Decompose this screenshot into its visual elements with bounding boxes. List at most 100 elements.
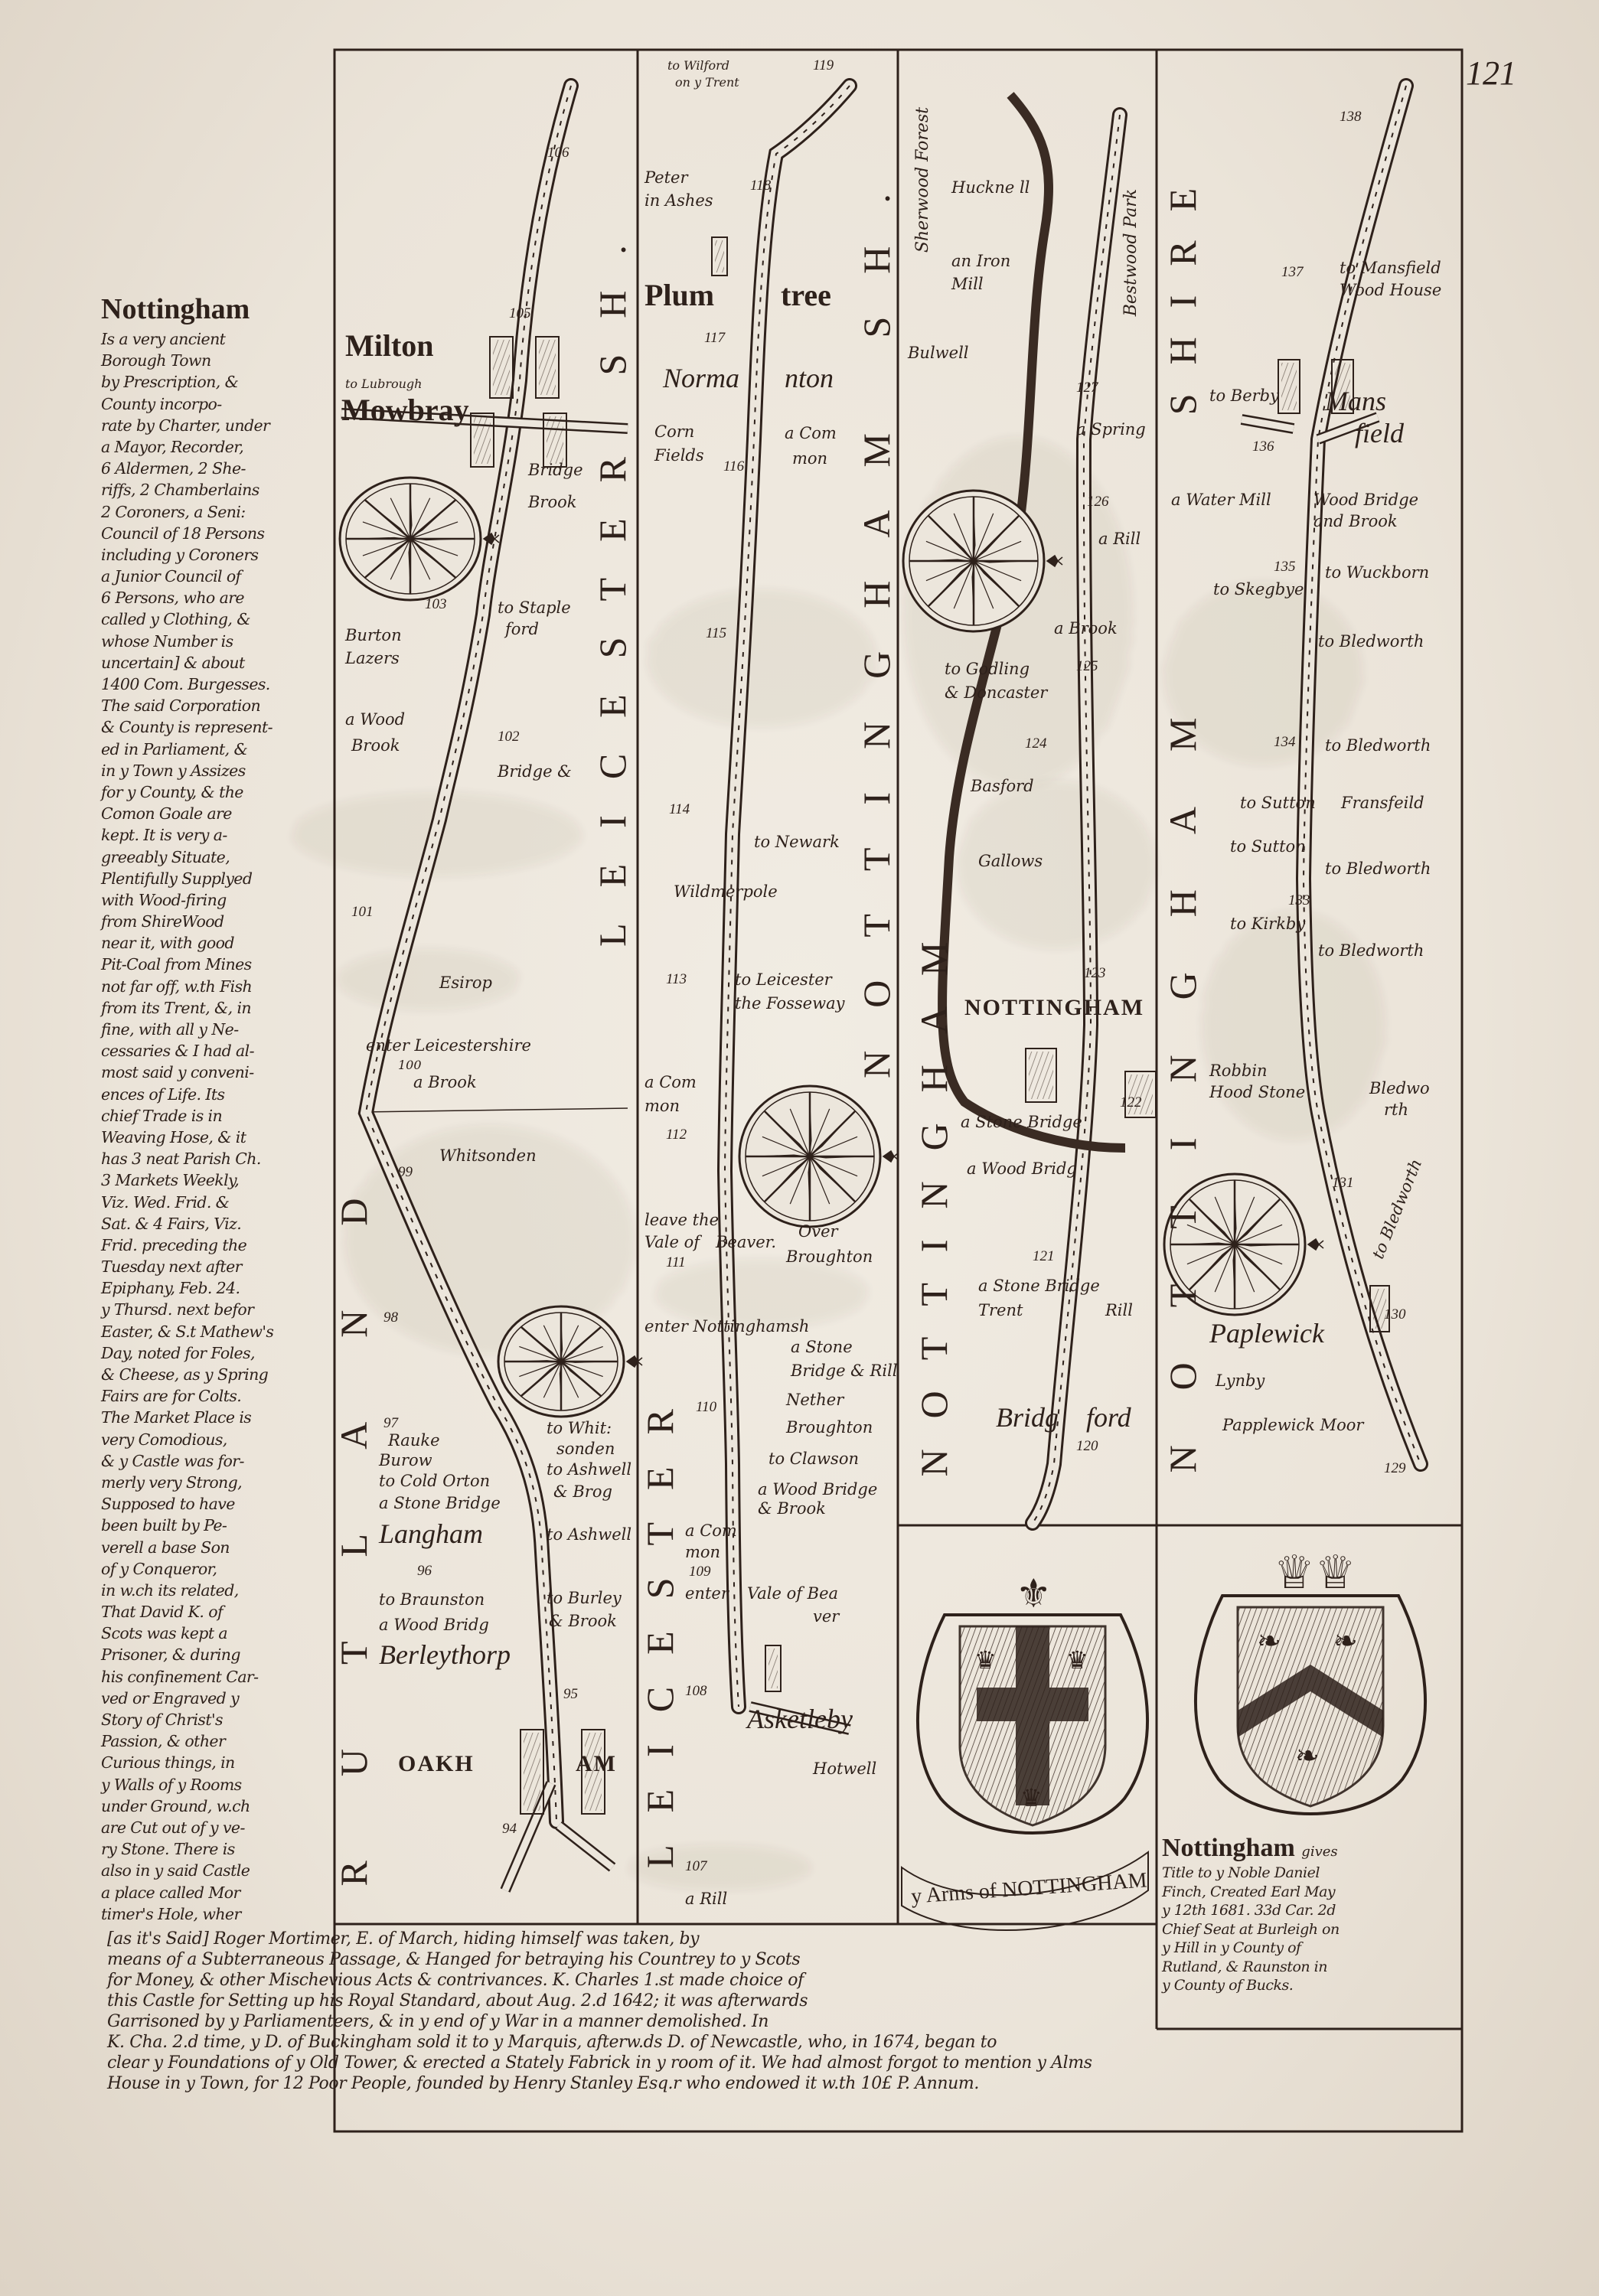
building-hatch [585, 1733, 602, 1811]
place-label: to Newark [754, 833, 840, 851]
griffin-icon: ❧ [1333, 1624, 1358, 1658]
place-label: and Brook [1313, 512, 1398, 530]
place-label: a Stone [791, 1338, 853, 1356]
milestone-number: 116 [723, 458, 745, 475]
title-box-line: y County of Bucks. [1162, 1977, 1294, 1994]
finch-arms-shield: ❧ ❧ ❧ ♕♕ [1194, 1546, 1427, 1815]
county-boundary-line [359, 1107, 628, 1113]
description-line: called y Clothing, & [101, 610, 250, 629]
milestone-number: 135 [1274, 559, 1296, 575]
description-line: Supposed to have [101, 1495, 235, 1514]
building-block [520, 1729, 544, 1815]
description-line: Passion, & other [101, 1732, 226, 1751]
branch-road-surface [749, 1703, 851, 1733]
place-label: mon [685, 1543, 721, 1561]
place-label: mon [644, 1097, 680, 1115]
place-label: to Wilford [667, 58, 729, 73]
milestone-number: 96 [417, 1563, 432, 1579]
description-line: fine, with all y Ne- [101, 1020, 239, 1039]
description-line: Curious things, in [101, 1753, 235, 1773]
description-line: from ShireWood [101, 912, 224, 931]
building-hatch [539, 340, 556, 395]
title-box-line: y Hill in y County of [1162, 1939, 1301, 1956]
place-label: Bridge & [498, 762, 572, 781]
road-centre-dots [1302, 85, 1421, 1465]
milestone-number: 118 [750, 178, 772, 194]
road-centre-dots [723, 85, 850, 1707]
milestone-number: 109 [689, 1564, 711, 1580]
milestone-number: 119 [813, 57, 834, 73]
place-label: to Wuckborn [1325, 563, 1430, 582]
description-line: in w.ch its related, [101, 1580, 239, 1600]
description-line: of y Conqueror, [101, 1559, 217, 1578]
place-label: Peter [644, 168, 688, 187]
description-line: & y Castle was for- [101, 1451, 244, 1470]
place-label: to Lubrough [345, 377, 423, 391]
footer-line: means of a Subterraneous Passage, & Hang… [107, 1950, 801, 1969]
place-label: an Iron [951, 252, 1011, 270]
place-label: a Rill [685, 1890, 728, 1908]
place-label: Bridg [996, 1402, 1059, 1433]
place-label: a Stone Bridge [961, 1113, 1082, 1131]
place-label: ford [1086, 1402, 1131, 1433]
description-line: Weaving Hose, & it [101, 1127, 246, 1146]
milestone-number: 117 [704, 330, 726, 346]
river [938, 92, 1126, 1153]
building-block [1369, 1285, 1390, 1332]
milestone-number: 108 [685, 1683, 707, 1699]
place-label: Corn [654, 422, 695, 441]
place-label: to Cold Orton [379, 1472, 491, 1490]
griffin-icon: ❧ [1295, 1739, 1320, 1773]
place-label: nton [785, 363, 834, 393]
place-label: leave the [644, 1211, 720, 1229]
crown-icon: ♛ [1020, 1783, 1043, 1812]
place-label: Gallows [978, 852, 1043, 870]
building-hatch [1281, 363, 1297, 410]
milestone-number: 125 [1076, 658, 1098, 674]
place-label: to Kirkby [1230, 915, 1306, 933]
description-line: Day, noted for Foles, [101, 1343, 256, 1362]
coronet-icon: ♕♕ [1274, 1546, 1356, 1600]
hill-shading [957, 781, 1156, 949]
milestone-number: 99 [398, 1164, 413, 1180]
building-hatch [547, 416, 563, 464]
milestone-number: 94 [502, 1821, 517, 1837]
place-label: Mowbray [341, 393, 469, 427]
place-label: & Brog [553, 1482, 612, 1501]
place-label: on y Trent [675, 75, 739, 90]
milestone-number: 121 [1033, 1248, 1055, 1264]
milestone-number: 115 [706, 625, 727, 641]
description-line: for y County, & the [101, 782, 243, 801]
description-line: cessaries & I had al- [101, 1042, 255, 1061]
place-label: Hood Stone [1209, 1083, 1306, 1101]
county-label: NOTTINGHAM [1161, 662, 1204, 1473]
description-line: very Comodious, [101, 1430, 227, 1449]
building-hatch [474, 416, 491, 464]
place-label: Norma [663, 363, 740, 393]
description-line: ry Stone. There is [101, 1840, 235, 1859]
description-line: 6 Persons, who are [101, 589, 245, 608]
place-label: to Leicester [735, 970, 832, 989]
county-label: RUTLAND [332, 1114, 375, 1887]
footer-line: House in y Town, for 12 Poor People, fou… [107, 2074, 979, 2093]
griffin-icon: ❧ [1257, 1624, 1281, 1658]
place-label: a Wood Bridg [379, 1616, 489, 1634]
place-label: Trent [978, 1301, 1023, 1319]
county-label: NOTTINGHAM SH. [855, 151, 898, 1078]
building-hatch [715, 240, 724, 272]
milestone-number: 102 [498, 729, 520, 745]
description-line: Story of Christ's [101, 1711, 224, 1729]
milestone-number: 134 [1274, 734, 1296, 750]
place-label: to Clawson [768, 1450, 859, 1468]
place-label: Bridge [528, 461, 583, 479]
place-label: Papplewick Moor [1222, 1416, 1364, 1434]
place-label: enter Nottinghamsh [644, 1317, 810, 1336]
description-line: not far off, w.th Fish [101, 977, 253, 996]
milestone-number: 106 [547, 145, 569, 161]
fleur-de-lis-icon [625, 1355, 643, 1368]
place-label: Fields [654, 446, 704, 465]
place-label: Robbin [1209, 1062, 1268, 1080]
description-line: including y Coroners [101, 545, 259, 564]
